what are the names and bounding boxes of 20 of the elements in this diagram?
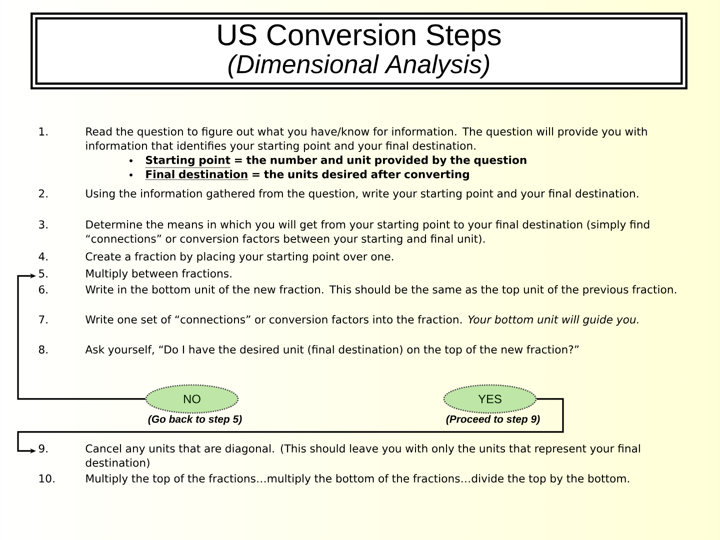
note-text: (Proceed to step 9): [446, 415, 540, 425]
step-item: 7. Write one set of “connections” or conversion factors into the fraction. Your bottom unit will guide you.: [39, 315, 638, 326]
step-item: 5. Multiply between fractions.: [39, 269, 232, 280]
step-item: 10. Multiply the top of the fractions…multiply the bottom of the fractions…divide the top by the bottom.: [39, 474, 630, 485]
step-item: 4. Create a fraction by placing your starting point over one.: [38, 252, 394, 263]
node-label: = the number and unit provided by the question: [234, 156, 526, 166]
step-item: 3. Determine the means in which you will get from your starting point to your final destination (simply find “connections” or conversion factors between your starting and final unit).: [39, 220, 650, 245]
step-item: 6. Write in the bottom unit of the new fraction. This should be the same as the top unit of the previous fraction.: [38, 285, 676, 296]
node-label: 1.: [39, 128, 48, 136]
title-box: US Conversion Steps (Dimensional Analysis): [30, 12, 688, 90]
node-label: Starting point: [146, 156, 230, 166]
step-item: 1. Read the question to figure out what you have/know for information. The question will provide you with information that identifies your starting point and your final destination. Starting point = the number and unit provided by the question Final destination = the units desired after converting: [39, 127, 647, 181]
note-text: (Go back to step 5): [148, 415, 242, 425]
step-item: 2. Using the information gathered from the question, write your starting point and your final destination.: [39, 189, 638, 200]
arrow: [17, 273, 146, 400]
step-item: 8. Ask yourself, “Do I have the desired unit (final destination) on the top of the new fraction?”: [38, 345, 579, 356]
node-label: Final destination: [146, 170, 248, 178]
node-label: Read the question to figure out what you have/know for information. The question will provide you with information that identifies your starting point and your final destination.: [86, 127, 647, 152]
node-label: = the units desired after converting: [252, 170, 469, 181]
step-item: 9. Cancel any units that are diagonal. (This should leave you with only the units that represent your final destination): [38, 444, 640, 468]
